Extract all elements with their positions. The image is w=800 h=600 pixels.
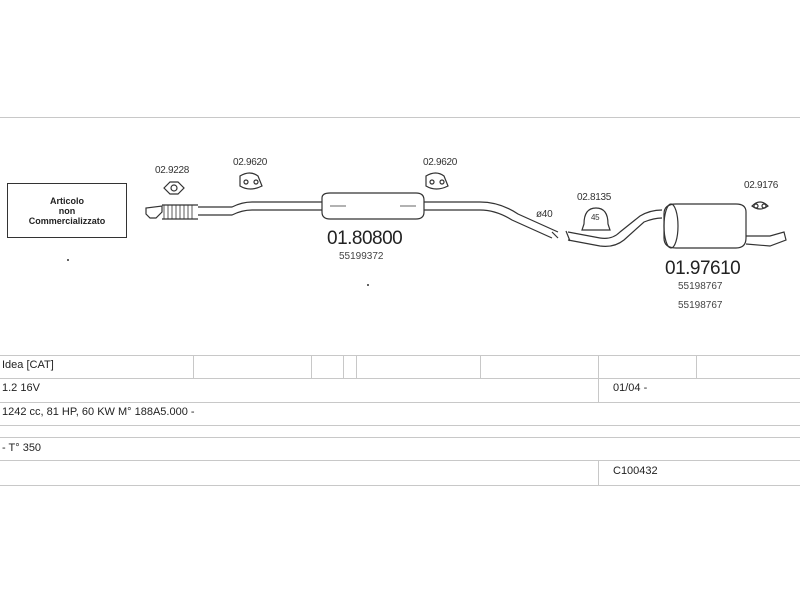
table-col-line (598, 460, 599, 485)
table-line-1 (0, 355, 800, 356)
rubber-hanger-icon (425, 172, 449, 190)
top-separator (0, 117, 800, 118)
vehicle-engine: 1.2 16V (2, 382, 40, 394)
vehicle-date: 01/04 - (613, 382, 648, 394)
table-line-3 (0, 402, 800, 403)
hanger-icon (751, 201, 769, 210)
table-col-line (343, 355, 344, 378)
rear-muffler-oem-2: 55198767 (678, 300, 723, 311)
table-col-line (480, 355, 481, 378)
table-col-line (598, 355, 599, 402)
clamp-code[interactable]: 02.8135 (577, 192, 612, 203)
mid-pipe (424, 201, 559, 239)
rear-muffler-oem-1: 55198767 (678, 281, 723, 292)
rear-pipe (565, 209, 663, 247)
rear-muffler (663, 203, 787, 249)
note-line-1: Articolo (49, 195, 84, 206)
catalog-code: C100432 (613, 465, 658, 477)
table-line-4 (0, 425, 800, 426)
note-line-3: Commercializzato (28, 215, 106, 226)
hanger-code-2[interactable]: 02.9620 (423, 157, 458, 168)
table-col-line (356, 355, 357, 378)
rubber-hanger-icon (239, 172, 263, 190)
table-line-6 (0, 460, 800, 461)
front-flex-pipe (145, 201, 322, 220)
hanger-code-1[interactable]: 02.9620 (233, 157, 268, 168)
table-col-line (696, 355, 697, 378)
table-col-line (311, 355, 312, 378)
vehicle-model: Idea [CAT] (2, 359, 54, 371)
table-line-2 (0, 378, 800, 379)
not-commercialized-note: Articolo non Commercializzato (7, 183, 127, 238)
table-line-7 (0, 485, 800, 486)
middle-silencer (321, 192, 425, 220)
table-line-5 (0, 437, 800, 438)
rear-muffler-code[interactable]: 01.97610 (665, 258, 741, 279)
pipe-diameter: ø40 (536, 209, 553, 220)
front-pipe-oem: 55199372 (339, 251, 384, 262)
gasket-icon (163, 181, 185, 195)
clamp-size: 45 (591, 213, 600, 222)
gasket-code[interactable]: 02.9228 (155, 165, 190, 176)
clamp-icon (581, 207, 611, 231)
vehicle-variant: - T° 350 (2, 442, 42, 454)
vehicle-spec: 1242 cc, 81 HP, 60 KW M° 188A5.000 - (2, 406, 195, 418)
front-pipe-code[interactable]: 01.80800 (327, 228, 403, 249)
table-col-line (193, 355, 194, 378)
rear-hanger-code[interactable]: 02.9176 (744, 180, 779, 191)
note-line-2: non (58, 205, 76, 216)
